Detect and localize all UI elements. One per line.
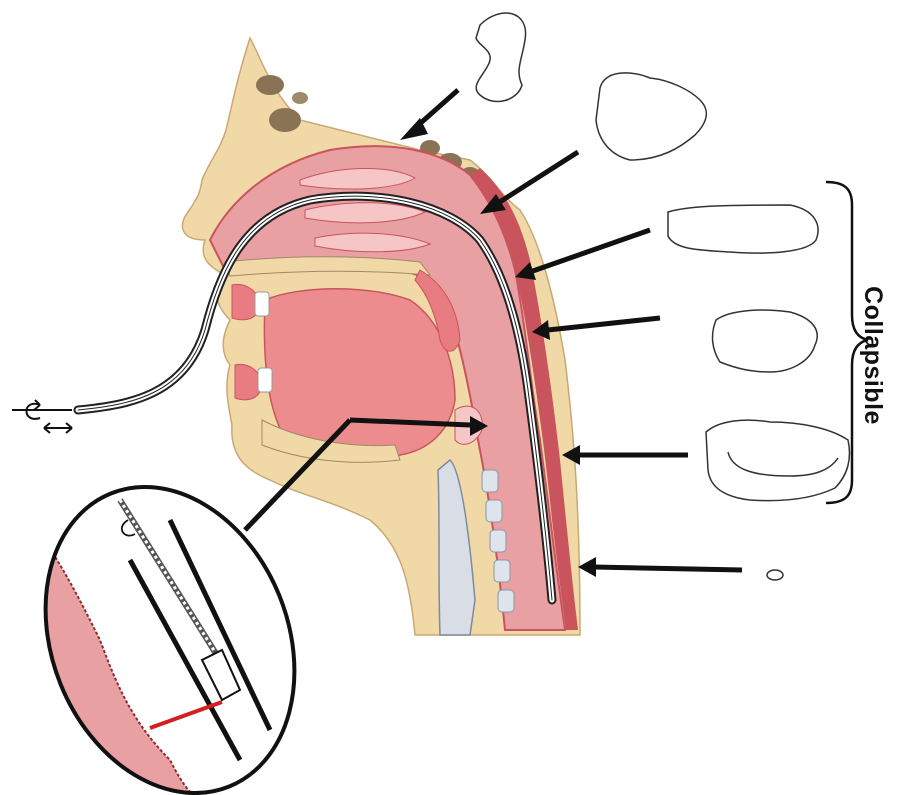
rotate-arrow-icon [12,400,72,419]
hypopharynx-section [706,420,849,501]
esophagus-section [767,570,783,580]
arrow-nasal [400,90,458,140]
oropharynx-section [713,310,818,372]
arrow-hypopharynx [562,445,688,465]
nasal-cavity-section [476,13,526,102]
push-pull-arrow-icon [44,423,72,433]
tongue [264,289,455,456]
inset-magnified-view [0,449,339,795]
arrow-esophagus [578,557,742,577]
arrow-nasopharynx [480,152,578,214]
nasopharynx-section [596,73,706,160]
collapsible-label-container: Collapsible [842,200,902,510]
velopharynx-section [668,205,818,253]
collapsible-label: Collapsible [858,286,887,425]
